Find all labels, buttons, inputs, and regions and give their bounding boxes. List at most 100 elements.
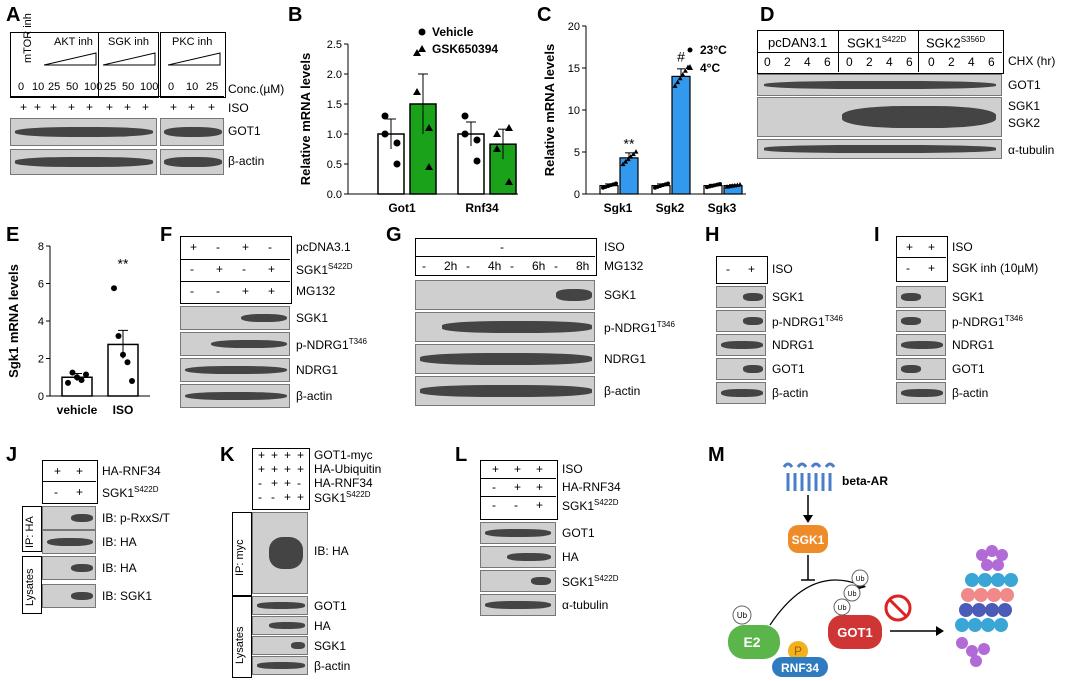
- row-label: GOT1-myc: [314, 448, 373, 462]
- blot-label: GOT1: [562, 526, 595, 540]
- iso-value: +: [748, 262, 756, 276]
- y-tick-label: 20: [568, 21, 580, 33]
- lane-value: +: [284, 462, 292, 476]
- blot-band: [485, 601, 551, 609]
- blot-label-text: p-NDRG1: [296, 338, 349, 352]
- blot-β-actin: [180, 384, 290, 408]
- blot-got1: [716, 358, 766, 380]
- blot-band: [485, 529, 551, 537]
- chx-value: 0: [764, 55, 771, 69]
- x-tick-label: Sgk1: [604, 201, 633, 214]
- blot-sgk-d: [757, 97, 1002, 137]
- data-point: [115, 333, 122, 339]
- data-point: [413, 49, 421, 56]
- blot-sgk1: [896, 286, 946, 308]
- ip-box: [22, 506, 42, 552]
- lane-value: +: [284, 490, 292, 504]
- blot-band: [71, 591, 93, 601]
- group-mtor-inh: mTOR inh: [22, 13, 34, 63]
- blot-band: [269, 537, 303, 569]
- data-point: [630, 151, 636, 157]
- mg-value: -: [466, 259, 470, 273]
- blot-label-text: β-actin: [604, 384, 641, 398]
- panel-f-header: [180, 236, 292, 304]
- blot-label: HA: [562, 550, 579, 564]
- ub-label: Ub: [848, 591, 857, 598]
- blot-got1: [480, 522, 556, 544]
- sgk-gradient: [103, 52, 156, 66]
- data-point: [628, 154, 634, 159]
- panel-d-label: D: [760, 4, 775, 26]
- panel-k-header: [252, 448, 310, 510]
- data-point: [623, 159, 629, 164]
- blot-label-text: SGK1: [772, 290, 805, 304]
- blot-band: [531, 577, 551, 585]
- blot-label-sup: T346: [656, 320, 675, 329]
- y-tick-label: 1.5: [327, 99, 342, 111]
- row-label-text: HA-RNF34: [314, 476, 373, 490]
- lane-value: +: [190, 240, 198, 254]
- ub-label: Ub: [856, 576, 865, 583]
- panel-d-divider-2: [918, 30, 919, 72]
- lane-value: +: [492, 462, 500, 476]
- blot-ndrg1: [415, 344, 595, 374]
- chx-value: 6: [824, 55, 831, 69]
- sgk1-node-label: SGK1: [792, 533, 825, 547]
- chx-label: CHX (hr): [1008, 54, 1056, 68]
- data-point: [381, 112, 389, 120]
- rnf34-node: [772, 657, 828, 677]
- lane-value: -: [492, 480, 496, 494]
- data-point: [614, 181, 618, 186]
- blot-actin-a1: [10, 149, 157, 175]
- y-tick-label: 1.0: [327, 129, 342, 141]
- iso-value: +: [142, 100, 150, 114]
- blot-label: IB: HA: [102, 561, 137, 575]
- iso-value: +: [124, 100, 132, 114]
- lane-value: -: [242, 262, 246, 276]
- iso-value: +: [928, 240, 936, 254]
- proteasome-icon: [955, 545, 1018, 667]
- iso-label: ISO: [228, 101, 249, 115]
- y-tick-label: 4: [38, 316, 44, 328]
- blot-label: NDRG1: [772, 338, 814, 352]
- data-point: [69, 369, 76, 376]
- ub-bubble: [732, 605, 752, 625]
- blot-label: HA: [314, 619, 331, 633]
- data-point: [677, 75, 683, 81]
- blot-sgk1: [480, 570, 556, 592]
- got1-node: [828, 615, 882, 649]
- conc-label: Conc.(µM): [228, 82, 285, 96]
- bar: [671, 75, 691, 195]
- ip-label: IP: HA: [24, 516, 36, 548]
- row-label-text: MG132: [296, 284, 336, 298]
- mg-label: MG132: [604, 259, 644, 273]
- rule: [480, 478, 556, 479]
- blot-label-text: β-actin: [772, 386, 809, 400]
- rule: [180, 281, 290, 282]
- blot-p-ndrg1: [180, 332, 290, 356]
- y-tick-label: 8: [38, 241, 44, 253]
- y-tick-label: 5: [574, 147, 580, 159]
- blot-label-text: NDRG1: [296, 363, 339, 377]
- lane-value: +: [76, 464, 84, 478]
- chx-value: 0: [928, 55, 935, 69]
- lane-value: -: [514, 498, 518, 512]
- sgk-value: -: [906, 261, 910, 275]
- lane-value: -: [190, 284, 194, 298]
- rule: [42, 481, 96, 482]
- y-tick-label: 6: [38, 279, 44, 291]
- data-point: [393, 139, 401, 147]
- blot-label-tubulin: α-tubulin: [1008, 143, 1055, 157]
- blot-label-text: GOT1: [562, 526, 595, 540]
- ub-transfer-arrow: [769, 579, 861, 626]
- significance-mark: #: [677, 48, 685, 64]
- lane-value: -: [297, 476, 301, 490]
- lane-value: -: [271, 490, 275, 504]
- lane-value: +: [271, 462, 279, 476]
- blot-band: [901, 389, 943, 397]
- chx-value: 4: [968, 55, 975, 69]
- significance-mark: **: [624, 136, 635, 152]
- iso-value: +: [86, 100, 94, 114]
- arrowhead-icon: [803, 515, 813, 523]
